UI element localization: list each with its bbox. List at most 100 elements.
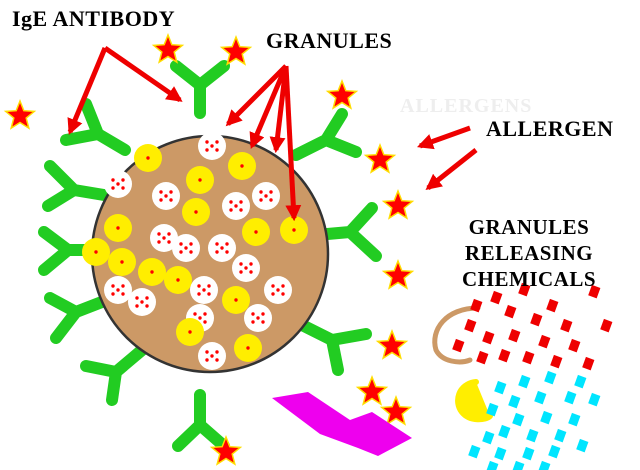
- antibody-icon: [80, 344, 148, 406]
- released-chemical-cyan: [494, 380, 507, 395]
- released-chemical-cyan: [564, 390, 577, 405]
- released-chemical-cyan: [576, 438, 589, 453]
- pointer-arrows: [67, 45, 478, 222]
- allergen-star-icon: [375, 328, 409, 360]
- released-chemical-red: [452, 338, 465, 353]
- faint-allergens-label: ALLERGENS: [400, 95, 533, 117]
- release-arrow-icon: [272, 392, 412, 456]
- granule-icon: [222, 286, 250, 314]
- antibody-icon: [60, 98, 131, 156]
- granules: [82, 132, 308, 370]
- allergen-star-icon: [325, 78, 359, 110]
- released-chemical-red: [504, 304, 517, 319]
- released-chemical-red: [546, 298, 559, 313]
- granule-icon: [190, 276, 218, 304]
- released-chemical-red: [464, 318, 477, 333]
- allergen-star-icon: [209, 434, 243, 466]
- released-granule-membrane: [455, 379, 493, 423]
- released-chemical-cyan: [544, 370, 557, 385]
- released-chemical-red: [550, 354, 563, 369]
- granule-icon: [234, 334, 262, 362]
- granule-icon: [280, 216, 308, 244]
- released-chemicals: [452, 282, 613, 470]
- released-chemical-cyan: [554, 428, 567, 443]
- released-chemical-red: [518, 282, 531, 297]
- released-chemical-cyan: [468, 444, 481, 459]
- released-chemical-cyan: [486, 460, 499, 470]
- granule-icon: [198, 342, 226, 370]
- granule-icon: [164, 266, 192, 294]
- granule-icon: [134, 144, 162, 172]
- antibody-icon: [172, 389, 230, 452]
- released-chemical-red: [530, 312, 543, 327]
- arrow-icon: [283, 65, 302, 222]
- granule-icon: [104, 276, 132, 304]
- released-chemical-cyan: [512, 412, 525, 427]
- antibody-icon: [296, 319, 372, 376]
- released-chemical-red: [538, 334, 551, 349]
- released-chemical-cyan: [534, 390, 547, 405]
- released-chemical-cyan: [508, 394, 521, 409]
- allergen-star-icon: [379, 394, 413, 426]
- allergen-star-icon: [355, 374, 389, 406]
- released-chemical-red: [476, 350, 489, 365]
- released-chemical-cyan: [574, 374, 587, 389]
- released-chemical-red: [498, 348, 511, 363]
- released-chemical-red: [482, 330, 495, 345]
- granule-icon: [128, 288, 156, 316]
- granule-icon: [186, 166, 214, 194]
- allergen-label: ALLERGEN: [486, 116, 614, 141]
- released-chemical-red: [582, 356, 595, 371]
- granule-icon: [104, 214, 132, 242]
- released-chemical-cyan: [538, 460, 551, 470]
- arrow-icon: [67, 47, 108, 135]
- granule-icon: [138, 258, 166, 286]
- granule-icon: [228, 152, 256, 180]
- granule-icon: [244, 304, 272, 332]
- allergen-stars: [3, 32, 415, 466]
- arrow-icon: [249, 65, 289, 149]
- antibody-icon: [44, 292, 113, 344]
- released-chemical-red: [568, 338, 581, 353]
- released-chemical-cyan: [526, 428, 539, 443]
- granule-icon: [150, 224, 178, 252]
- released-chemical-cyan: [522, 446, 535, 461]
- released-chemical-red: [490, 290, 503, 305]
- granule-icon: [264, 276, 292, 304]
- releasing-line-2: RELEASING: [464, 241, 594, 265]
- arrow-icon: [425, 148, 478, 190]
- granules-releasing-chemicals-label: GRANULES RELEASING CHEMICALS: [462, 214, 596, 292]
- ige-antibodies: [38, 60, 382, 452]
- granule-icon: [252, 182, 280, 210]
- released-chemical-cyan: [540, 410, 553, 425]
- granule-icon: [208, 234, 236, 262]
- antibody-icon: [290, 108, 362, 161]
- granule-icon: [198, 132, 226, 160]
- allergen-star-icon: [151, 32, 185, 64]
- granule-icon: [176, 318, 204, 346]
- allergen-star-icon: [381, 258, 415, 290]
- released-chemical-cyan: [486, 402, 499, 417]
- releasing-line-3: CHEMICALS: [462, 267, 597, 291]
- allergen-star-icon: [3, 98, 37, 130]
- granule-icon: [182, 198, 210, 226]
- antibody-icon: [42, 160, 110, 212]
- released-chemical-cyan: [568, 412, 581, 427]
- released-chemical-cyan: [494, 446, 507, 461]
- released-chemical-cyan: [512, 460, 525, 470]
- ige-antibody-label: IgE ANTIBODY: [12, 6, 176, 31]
- arrow-icon: [103, 45, 183, 103]
- released-chemical-red: [560, 318, 573, 333]
- allergen-star-icon: [381, 188, 415, 220]
- arrow-icon: [416, 125, 471, 150]
- released-chemical-cyan: [588, 392, 601, 407]
- released-chemical-cyan: [482, 430, 495, 445]
- released-chemical-red: [508, 328, 521, 343]
- granule-icon: [108, 248, 136, 276]
- released-chemical-cyan: [548, 444, 561, 459]
- released-chemical-red: [600, 318, 613, 333]
- granule-icon: [222, 192, 250, 220]
- allergen-star-icon: [219, 34, 253, 66]
- releasing-line-1: GRANULES: [468, 215, 590, 239]
